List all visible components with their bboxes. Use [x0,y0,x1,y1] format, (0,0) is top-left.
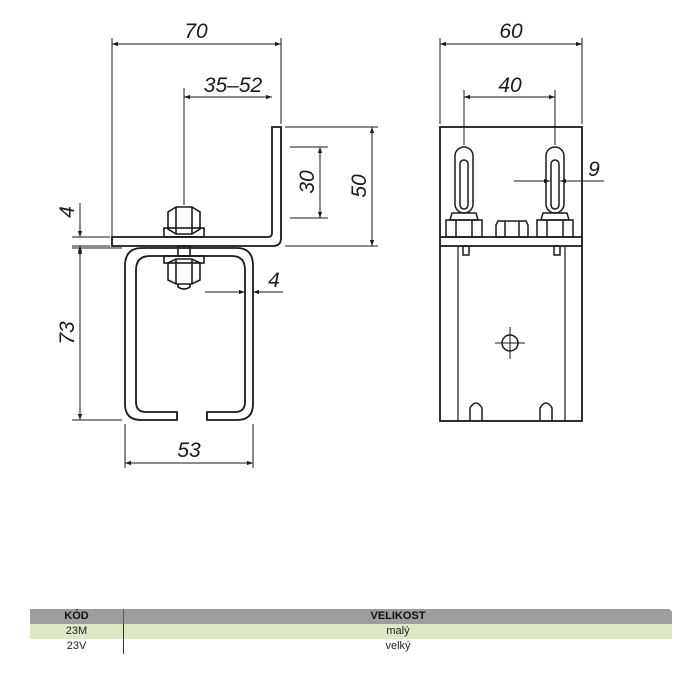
side-view [72,38,378,468]
dim-slot-spacing: 40 [498,74,522,97]
bracket-plate [111,126,282,247]
dim-channel-wall: 4 [268,269,280,292]
dim-channel-height: 73 [56,321,79,345]
cell-code: 23V [66,640,87,652]
bottom-slots [469,402,553,421]
front-body [439,126,583,422]
front-view [439,38,604,422]
table-row: 23V velký [30,639,672,654]
table-row: 23M malý [30,624,672,639]
dim-channel-width: 53 [177,439,201,462]
dim-front-width: 60 [499,20,523,43]
cell-code: 23M [65,625,88,637]
table-header: KÓD VELIKOST [30,609,672,624]
technical-drawing: 70 35–52 30 50 4 73 4 53 60 40 9 [56,20,604,468]
dim-bolt-offset: 35–52 [204,74,263,97]
dim-slot-length: 30 [296,170,319,194]
front-bolts [445,146,574,256]
front-dimension-lines [440,41,604,184]
centre-hole [495,327,525,359]
dim-plate-thickness: 4 [56,206,79,218]
dim-overall-width: 70 [184,20,208,43]
dim-overall-height: 50 [348,174,371,198]
side-dimension-lines [77,41,375,466]
header-size: VELIKOST [123,609,672,624]
dim-slot-width: 9 [588,158,600,181]
size-table: KÓD VELIKOST 23M malý 23V velký [30,609,672,654]
header-code: KÓD [64,610,89,622]
side-extension-lines [72,38,378,468]
cell-size: malý [123,624,672,639]
bolt [163,206,205,290]
cell-size: velký [123,639,672,654]
front-extension-lines [439,38,583,145]
channel-profile [124,247,254,421]
